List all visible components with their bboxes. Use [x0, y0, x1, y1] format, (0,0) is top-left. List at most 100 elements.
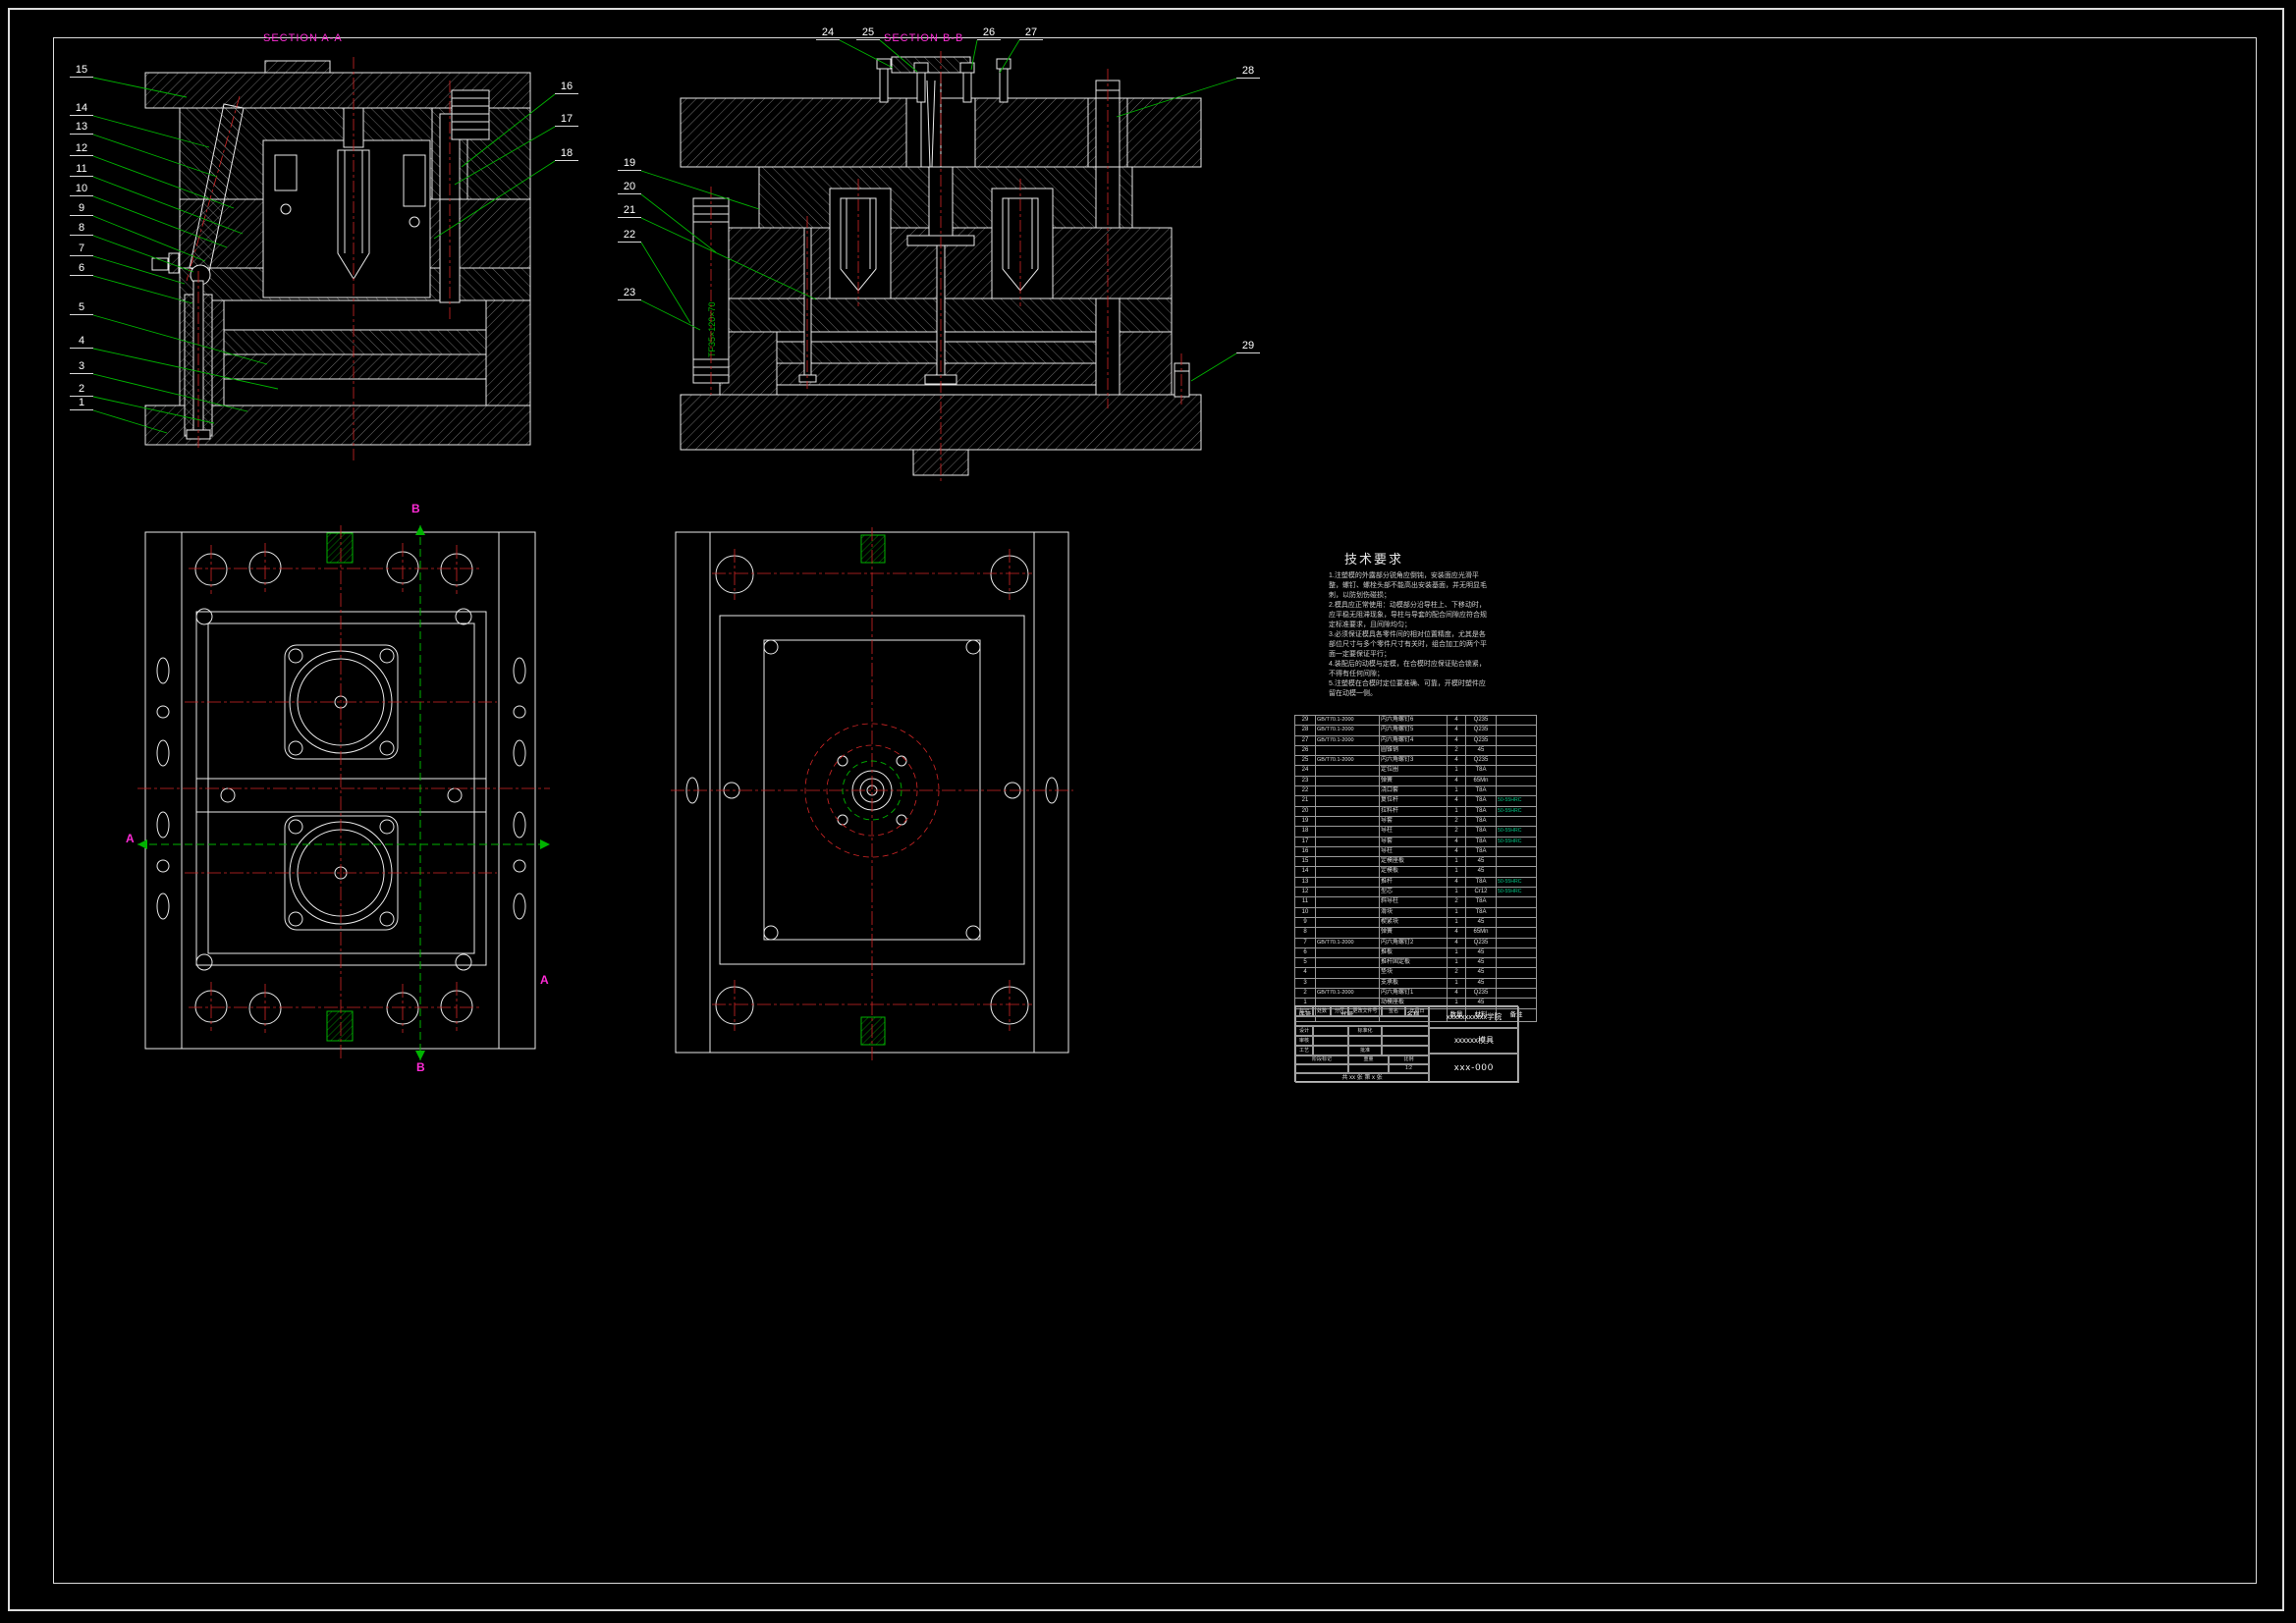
spacer-rail-right — [1114, 331, 1173, 396]
parts-cell-name: 圆锥销 — [1379, 744, 1448, 757]
parts-cell-material: 45 — [1465, 977, 1497, 990]
parts-cell-remark — [1496, 927, 1537, 939]
side-core — [274, 154, 298, 191]
balloon-2: 2 — [70, 383, 93, 397]
parts-cell-code — [1315, 876, 1380, 889]
parts-cell-no: 11 — [1294, 896, 1316, 908]
screw-cap — [876, 58, 892, 70]
parts-cell-no: 22 — [1294, 785, 1316, 797]
parts-cell-no: 28 — [1294, 725, 1316, 736]
parts-cell-name: 内六角螺钉5 — [1379, 725, 1448, 736]
tech-item-3: 3.必须保证模具各零件间的相对位置精度，尤其是各部位尺寸与多个零件尺寸有关时，组… — [1329, 631, 1487, 658]
parts-cell-no: 8 — [1294, 927, 1316, 939]
parts-cell-no: 6 — [1294, 947, 1316, 959]
parts-cell-remark — [1496, 714, 1537, 727]
parts-cell-material: 45 — [1465, 947, 1497, 959]
screw-cap — [996, 58, 1011, 70]
ejector-retainer-plate — [223, 329, 487, 355]
tb-change-doc-label: 更改文件号 — [1348, 1006, 1382, 1016]
parts-cell-remark — [1496, 765, 1537, 777]
tb-school-name: xxxxxxxxxxx学院 — [1429, 1006, 1519, 1028]
title-block: 标记 处数 分区 更改文件号 签名 年月日 设计 标准化 审核 工艺 批准 阶段… — [1294, 1005, 1519, 1083]
parts-cell-remark — [1496, 947, 1537, 959]
parts-cell-code — [1315, 887, 1380, 898]
parts-cell-code — [1315, 916, 1380, 929]
parts-cell-material: 45 — [1465, 967, 1497, 979]
parts-cell-name: 定模板 — [1379, 866, 1448, 878]
parts-cell-name: 内六角螺钉6 — [1379, 714, 1448, 727]
balloon-5: 5 — [70, 301, 93, 315]
balloon-15: 15 — [70, 64, 93, 78]
section-b-label: SECTION B-B — [884, 32, 964, 44]
parts-cell-material: T8A — [1465, 826, 1497, 838]
parts-cell-no: 2 — [1294, 988, 1316, 1000]
balloon-3: 3 — [70, 360, 93, 374]
parts-cell-name: 楔紧块 — [1379, 916, 1448, 929]
tb-count-label: 处数 — [1313, 1006, 1331, 1016]
parts-cell-code — [1315, 977, 1380, 990]
parts-cell-material: Q235 — [1465, 725, 1497, 736]
parts-cell-remark — [1496, 896, 1537, 908]
parts-cell-remark — [1496, 967, 1537, 979]
parts-cell-remark — [1496, 916, 1537, 929]
parts-cell-remark — [1496, 845, 1537, 858]
tech-item-5: 5.注塑模在合模时定位要准确、可靠，开模时塑件应留在动模一侧。 — [1329, 680, 1486, 697]
parts-cell-qty: 1 — [1447, 785, 1466, 797]
balloon-26: 26 — [977, 27, 1001, 40]
plate-outline — [144, 531, 536, 1050]
screw-cap — [913, 62, 929, 74]
tb-stage-mark-label: 阶段标记 — [1295, 1055, 1348, 1064]
parts-cell-material: Q235 — [1465, 755, 1497, 767]
parts-cell-no: 25 — [1294, 755, 1316, 767]
balloon-10: 10 — [70, 183, 93, 196]
parts-cell-material: T8A — [1465, 815, 1497, 828]
parts-cell-code: GB/T70.1-2000 — [1315, 714, 1380, 727]
parts-cell-remark — [1496, 744, 1537, 757]
tb-product-name: xxxxxx模具 — [1429, 1028, 1519, 1054]
parts-cell-no: 10 — [1294, 906, 1316, 918]
parts-cell-qty: 4 — [1447, 734, 1466, 746]
balloon-8: 8 — [70, 222, 93, 236]
tb-date-label: 年月日 — [1405, 1006, 1429, 1016]
balloon-17: 17 — [555, 113, 578, 127]
section-a-label: SECTION A-A — [263, 32, 343, 44]
slide-lock — [151, 257, 169, 271]
tb-weight-value — [1348, 1064, 1389, 1073]
parts-cell-qty: 4 — [1447, 876, 1466, 889]
parts-cell-qty: 1 — [1447, 916, 1466, 929]
balloon-21: 21 — [618, 204, 641, 218]
parts-cell-material: Q235 — [1465, 734, 1497, 746]
parts-cell-material: Q235 — [1465, 937, 1497, 948]
balloon-1: 1 — [70, 397, 93, 410]
parts-cell-code — [1315, 967, 1380, 979]
parts-cell-qty: 4 — [1447, 988, 1466, 1000]
parts-cell-name: 导柱 — [1379, 826, 1448, 838]
balloon-24: 24 — [816, 27, 840, 40]
tb-empty-cell — [1348, 1036, 1382, 1046]
parts-cell-name: 弹簧 — [1379, 927, 1448, 939]
tech-item-1: 1.注塑模的外露部分锐角应倒钝，安装面应光滑平整，螺钉、螺栓头部不能高出安装基面… — [1329, 572, 1487, 599]
parts-header-remark: 备注 — [1496, 1007, 1537, 1022]
parts-cell-no: 24 — [1294, 765, 1316, 777]
screw-cap — [959, 62, 975, 74]
centerlines-plan1 — [137, 525, 550, 1060]
parts-cell-no: 17 — [1294, 836, 1316, 847]
screw-head — [409, 216, 420, 228]
parts-cell-material: T8A — [1465, 765, 1497, 777]
plan-view-2-drawing — [671, 527, 1073, 1062]
